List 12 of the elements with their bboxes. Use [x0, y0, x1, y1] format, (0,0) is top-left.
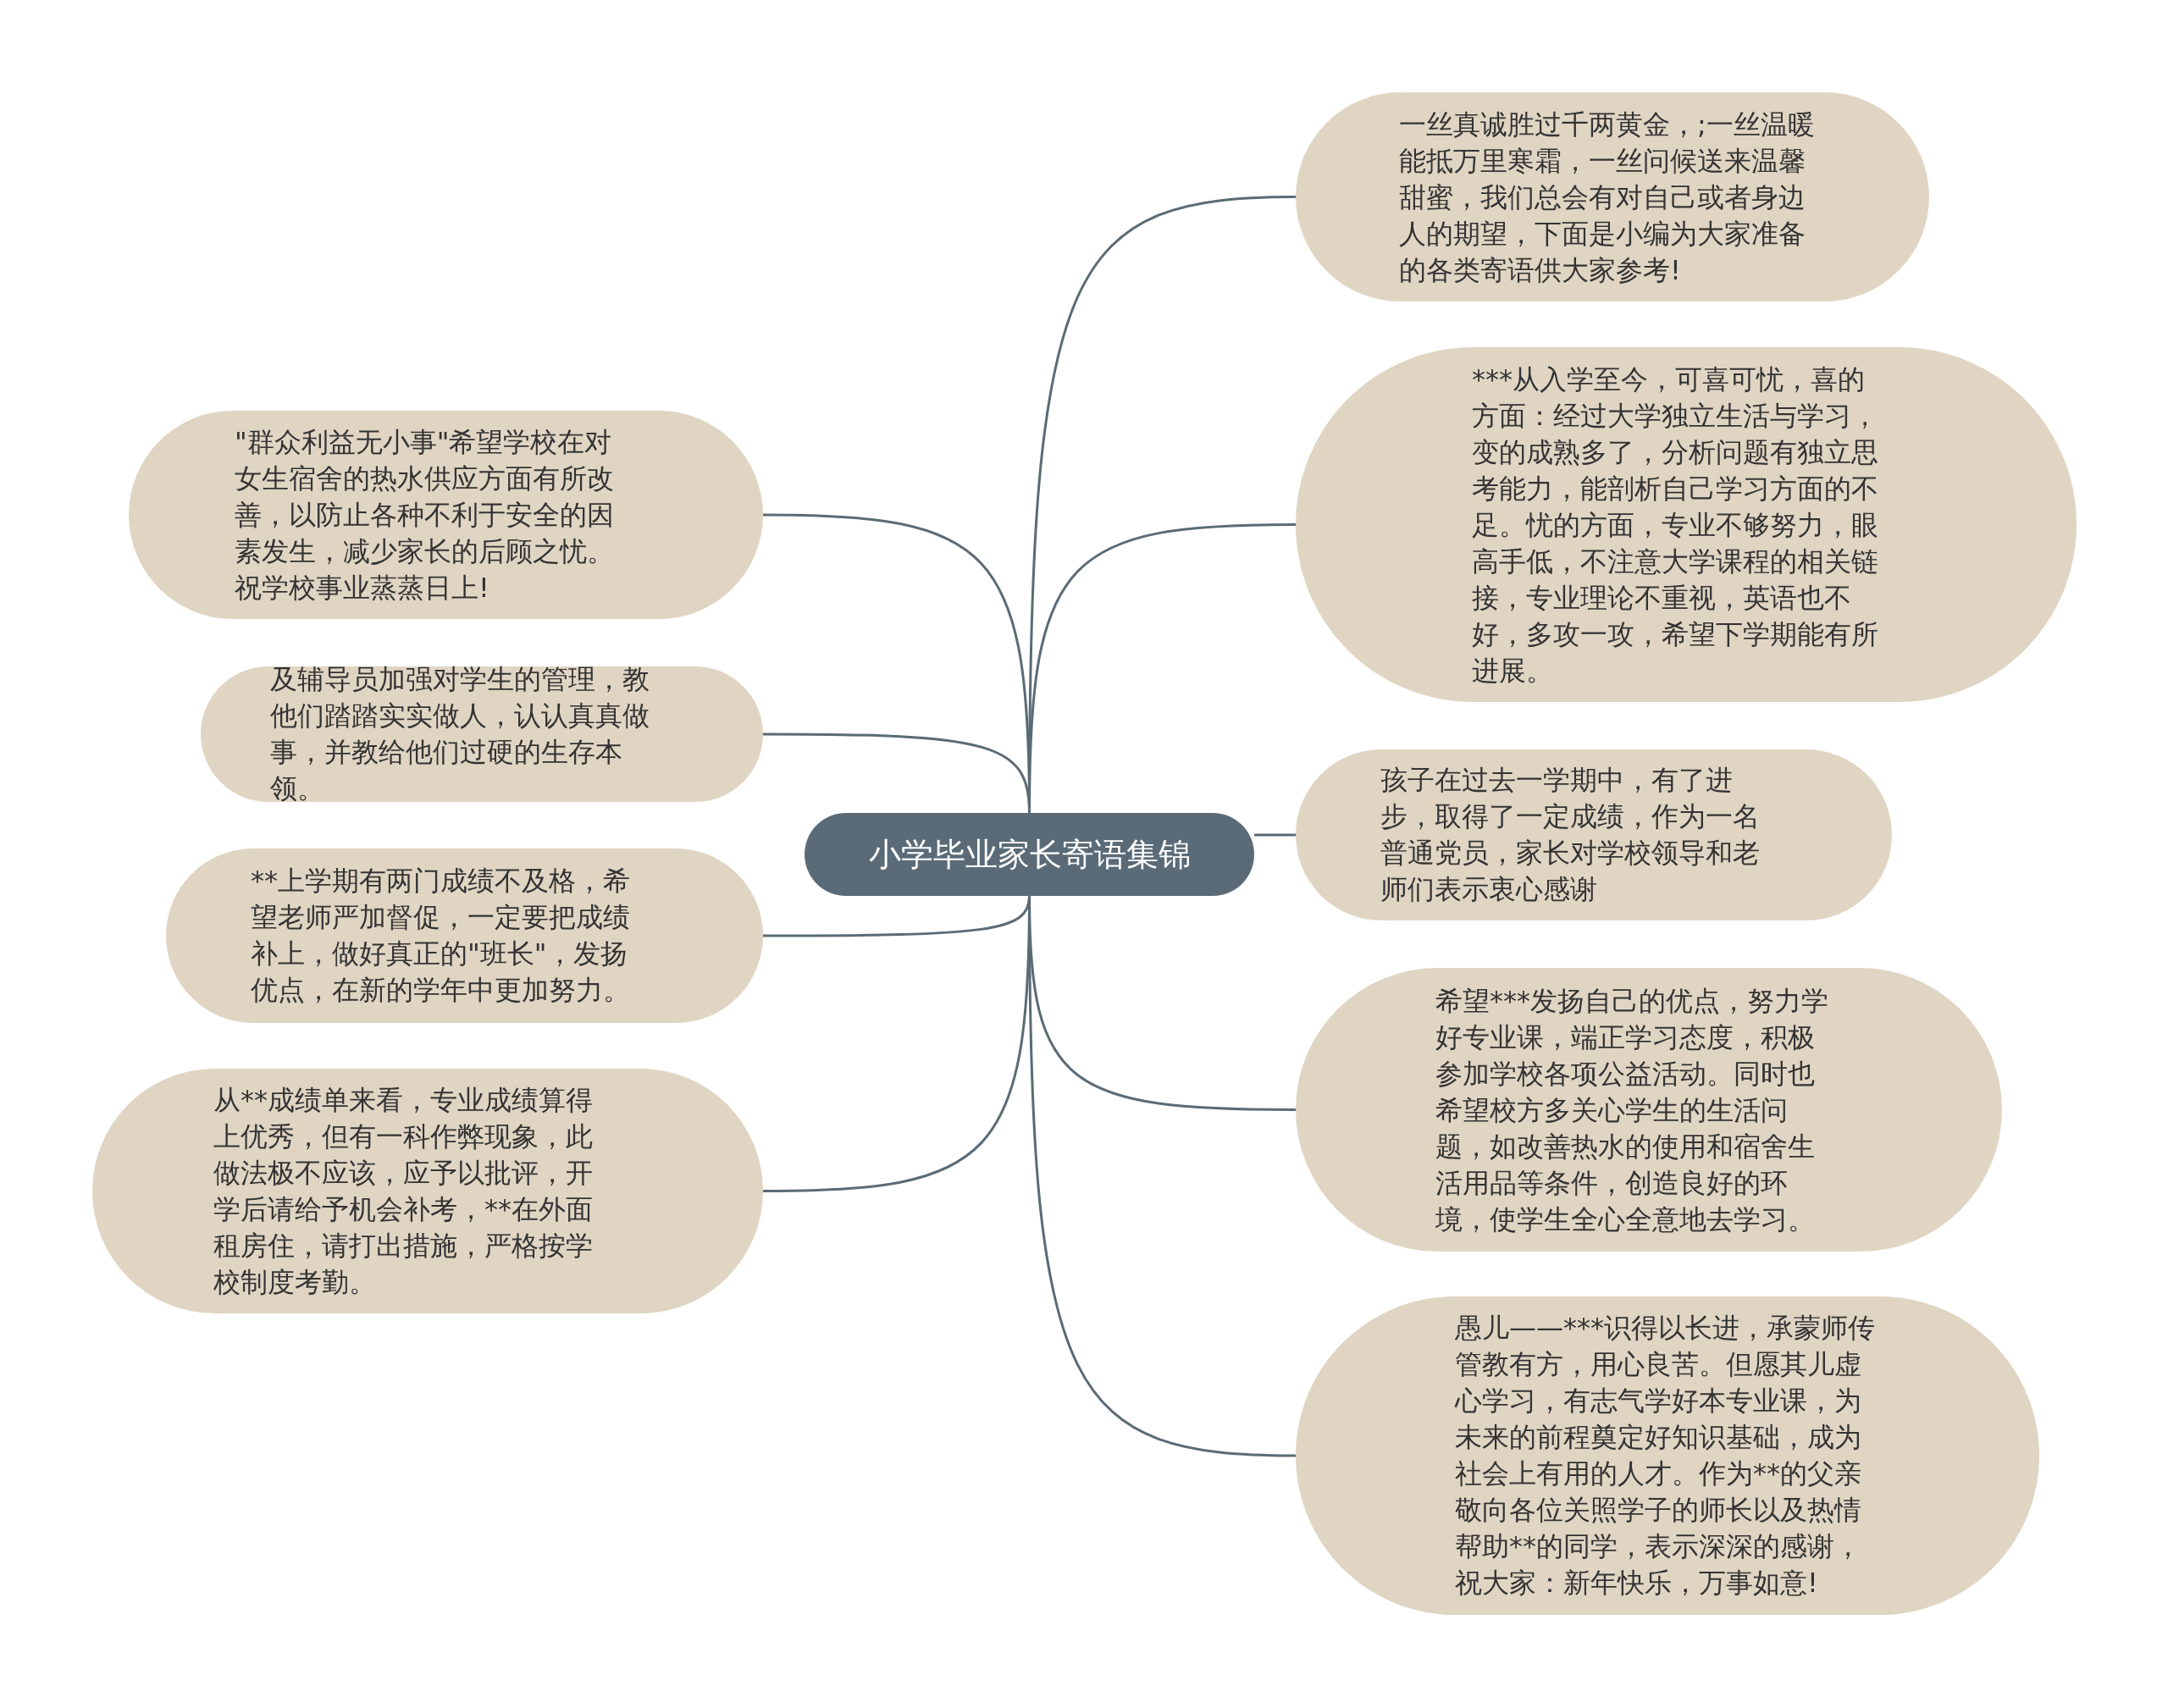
message-text: "群众利益无小事"希望学校在对女生宿舍的热水供应方面有所改善，以防止各种不利于安全的因素发生，减少家长的后顾之忧。祝学校事业蒸蒸日上!: [235, 424, 615, 605]
message-text: 及辅导员加强对学生的管理，教他们踏踏实实做人，认认真真做事，并教给他们过硬的生存本领。: [270, 662, 650, 806]
message-text: ***从入学至今，可喜可忧，喜的方面：经过大学独立生活与学习，变的成熟多了，分析问题有独立思考能力，能剖析自己学习方面的不足。忧的方面，专业不够努力，眼高手低，不注意大学课程的相关链接，专业理论不重视，英语也不好，多攻一攻，希望下学期能有所进展。: [1472, 362, 1879, 688]
message-text: 愚儿——***识得以长进，承蒙师传管教有方，用心良苦。但愿其儿虚心学习，有志气学好本专业课，为未来的前程奠定好知识基础，成为社会上有用的人才。作为**的父亲敬向各位关照学子的师长以及热情帮助**的同学，表示深深的感谢，祝大家：新年快乐，万事如意!: [1455, 1311, 1876, 1600]
message-text: 希望***发扬自己的优点，努力学好专业课，端正学习态度，积极参加学校各项公益活动。同时也希望校方多关心学生的生活问题，如改善热水的使用和宿舍生活用品等条件，创造良好的环境，使学生全心全意地去学习。: [1435, 983, 1829, 1236]
message-text: 一丝真诚胜过千两黄金，;一丝温暖能抵万里寒霜，一丝问候送来温馨甜蜜，我们总会有对自己或者身边人的期望，下面是小编为大家准备的各类寄语供大家参考!: [1399, 107, 1816, 287]
topic-text: 小学毕业家长寄语集锦: [868, 835, 1191, 874]
connector-line: [1254, 833, 1296, 837]
message-text: **上学期有两门成绩不及格，希望老师严加督促，一定要把成绩补上，做好真正的"班长"，发扬优点，在新的学年中更加努力。: [251, 864, 631, 1008]
message-text: 从**成绩单来看，专业成绩算得上优秀，但有一科作弊现象，此做法极不应该，应予以批评，开学后请给予机会补考，**在外面租房住，请打出措施，严格按学校制度考勤。: [213, 1082, 594, 1300]
message-text: 孩子在过去一学期中，有了进步，取得了一定成绩，作为一名普通党员，家长对学校领导和老师们表示衷心感谢: [1380, 763, 1761, 907]
connector-line: [763, 732, 1031, 814]
